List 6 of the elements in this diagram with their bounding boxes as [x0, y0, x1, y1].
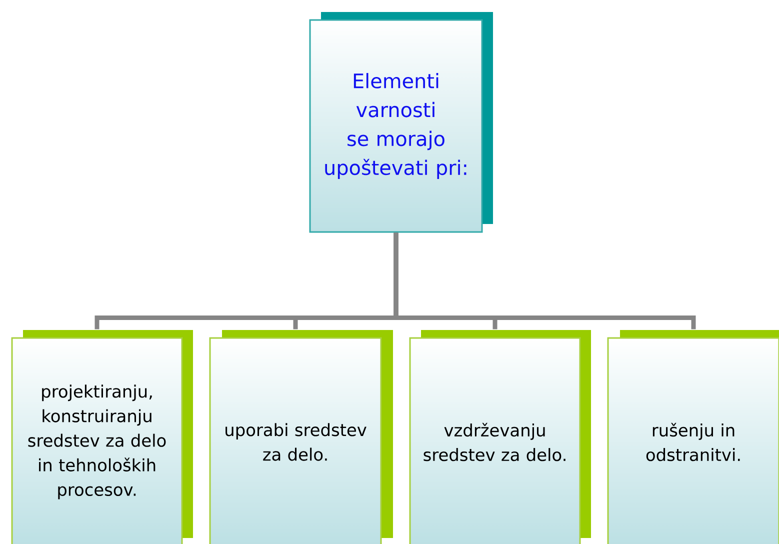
connector: [394, 232, 696, 330]
box: projektiranju, konstruiranju sredstev za delo in tehnoloških procesov.: [11, 330, 193, 544]
box: rušenju in odstranitvi.: [607, 330, 779, 544]
box: Elementi varnosti se morajo upoštevati pri:: [309, 12, 493, 233]
box: vzdrževanju sredstev za delo.: [409, 330, 591, 544]
box: uporabi sredstev za delo.: [209, 330, 393, 544]
